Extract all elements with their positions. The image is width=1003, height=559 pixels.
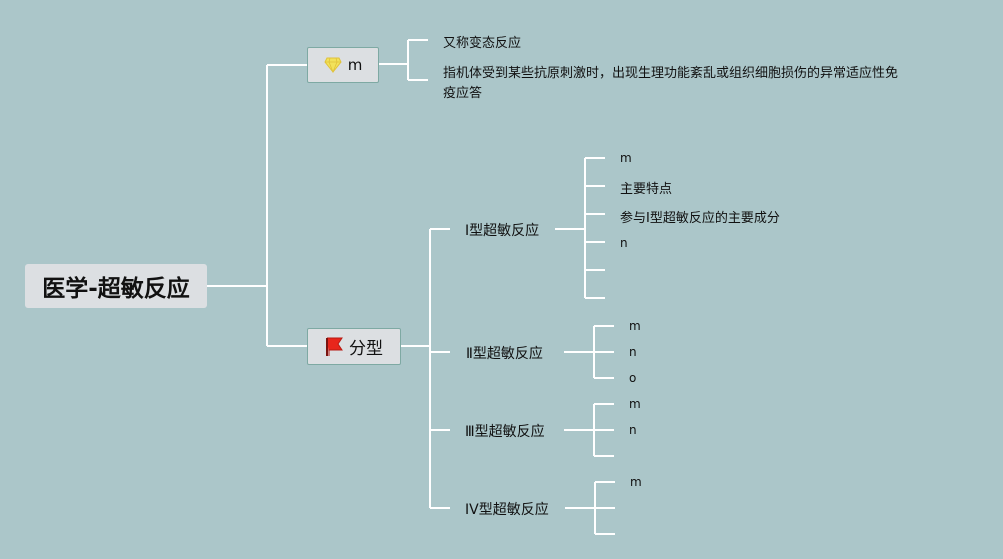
type1-item-3: 参与Ⅰ型超敏反应的主要成分 <box>620 211 780 226</box>
type2-item-3: o <box>629 371 637 385</box>
red-flag-icon <box>325 337 343 357</box>
diamond-icon <box>324 57 342 73</box>
types-label: 分型 <box>349 339 383 359</box>
type3-item-2: n <box>629 423 637 437</box>
connector-type2 <box>564 325 614 379</box>
definition-item-3: 疫应答 <box>443 86 483 101</box>
type4-item-1: m <box>630 475 642 489</box>
types-topic[interactable]: 分型 <box>307 328 401 365</box>
type1-item-1: m <box>620 151 632 165</box>
connector-type1 <box>555 157 605 299</box>
connector-type3 <box>564 403 614 457</box>
connector-definition <box>378 39 428 81</box>
type1-item-2: 主要特点 <box>620 182 673 197</box>
root-title: 医学-超敏反应 <box>42 276 190 302</box>
definition-label: m <box>347 56 363 74</box>
type1-topic[interactable]: I型超敏反应 <box>465 223 540 239</box>
definition-topic[interactable]: m <box>307 47 379 83</box>
connector-type4 <box>565 481 615 535</box>
definition-item-1: 又称变态反应 <box>443 36 522 51</box>
connector-types <box>400 228 450 509</box>
type2-topic[interactable]: Ⅱ型超敏反应 <box>466 346 543 362</box>
type2-item-2: n <box>629 345 637 359</box>
type3-item-1: m <box>629 397 641 411</box>
root-topic[interactable]: 医学-超敏反应 <box>25 264 207 308</box>
definition-item-2: 指机体受到某些抗原刺激时，出现生理功能紊乱或组织细胞损伤的异常适应性免 <box>443 66 899 81</box>
type2-item-1: m <box>629 319 641 333</box>
type4-topic[interactable]: IV型超敏反应 <box>465 502 549 518</box>
type1-item-4: n <box>620 236 628 250</box>
type3-topic[interactable]: Ⅲ型超敏反应 <box>465 424 545 440</box>
